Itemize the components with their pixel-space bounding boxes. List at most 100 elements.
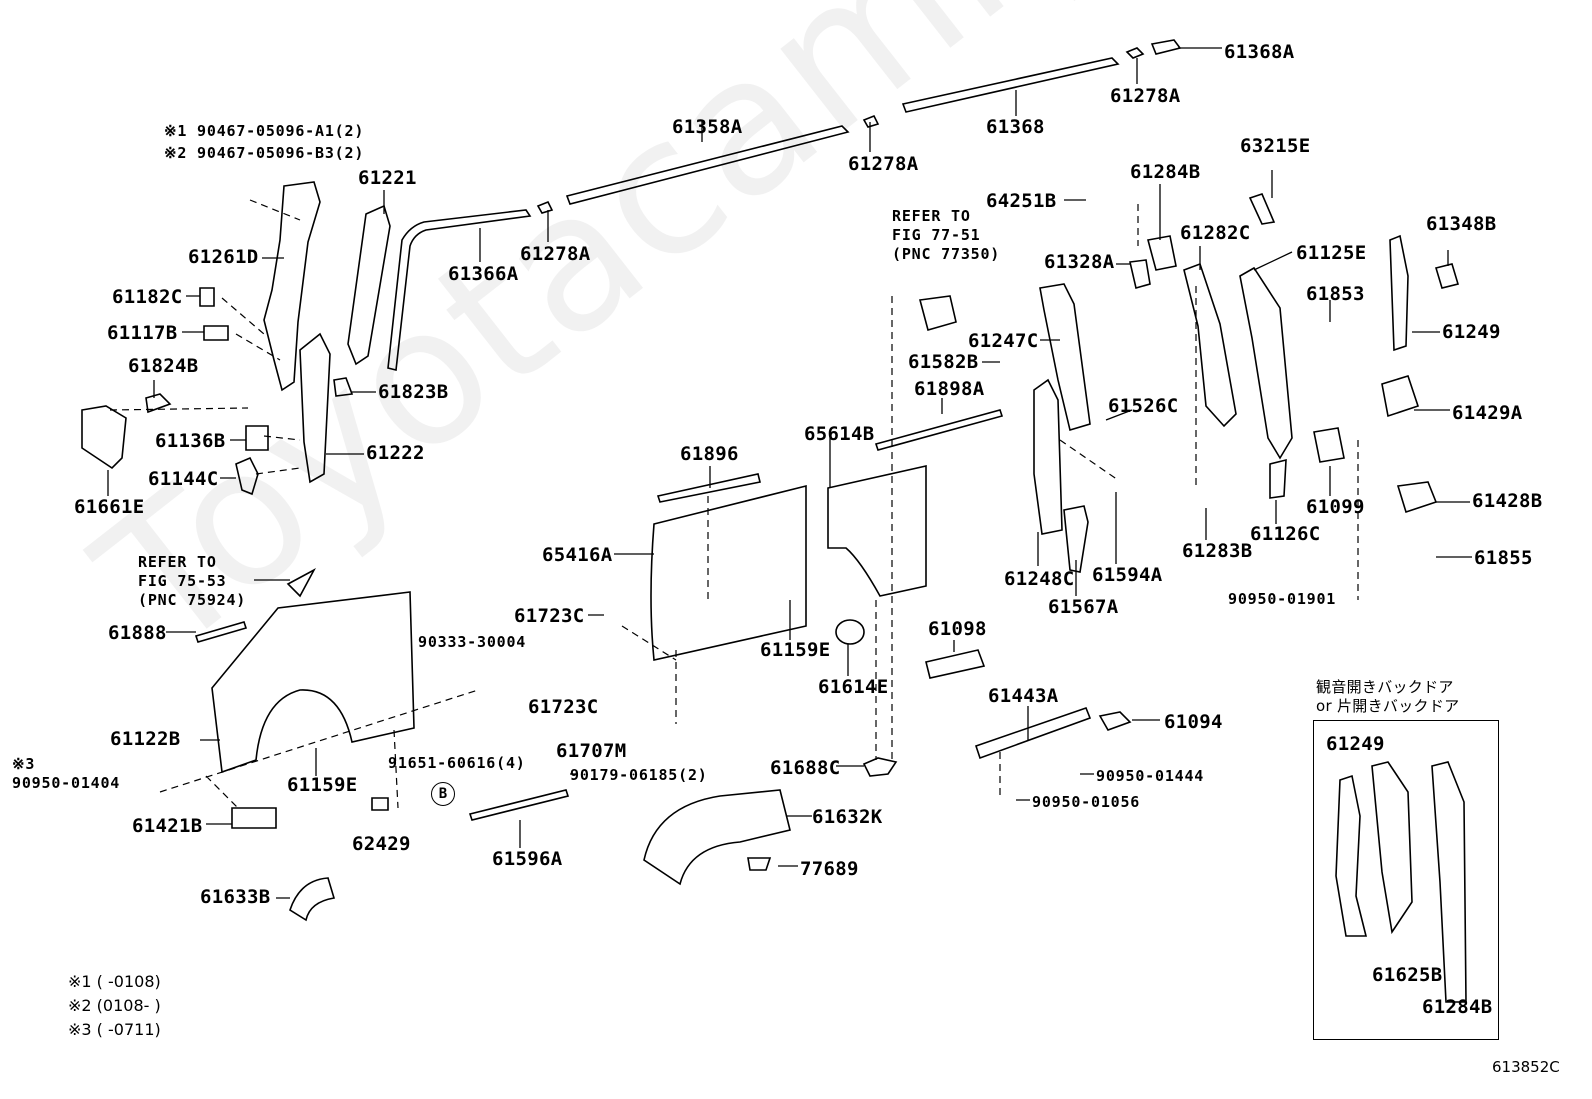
part-label-small[interactable]: 90333-30004 — [418, 633, 527, 651]
part-label[interactable]: 61358A — [672, 116, 743, 138]
part-label[interactable]: 61567A — [1048, 596, 1119, 618]
part-label[interactable]: 61159E — [287, 774, 358, 796]
part-label[interactable]: 61421B — [132, 815, 203, 837]
part-label[interactable]: 61221 — [358, 167, 417, 189]
part-61182c — [199, 287, 215, 307]
part-label[interactable]: 61582B — [908, 351, 979, 373]
part-label[interactable]: 61278A — [1110, 85, 1181, 107]
part-label[interactable]: 62429 — [352, 833, 411, 855]
inset-part-61625b — [1371, 761, 1413, 935]
part-label[interactable]: 61443A — [988, 685, 1059, 707]
figure-code: 613852C — [1492, 1058, 1560, 1076]
part-label[interactable]: 61855 — [1474, 547, 1533, 569]
part-label[interactable]: 61122B — [110, 728, 181, 750]
part-61282c — [1183, 262, 1237, 428]
part-label-small[interactable]: 90950-01056 — [1032, 793, 1141, 811]
part-label[interactable]: 61283B — [1182, 540, 1253, 562]
part-61144c — [235, 456, 259, 496]
part-label[interactable]: 61594A — [1092, 564, 1163, 586]
part-label[interactable]: 61632K — [812, 806, 883, 828]
part-label[interactable]: 61888 — [108, 622, 167, 644]
part-label[interactable]: 61366A — [448, 263, 519, 285]
part-label[interactable]: 61661E — [74, 496, 145, 518]
inset-part-61249 — [1335, 774, 1368, 937]
part-61125e — [1239, 266, 1293, 460]
legend-note-2: ※2 (0108- ) — [68, 996, 161, 1015]
part-61117b — [203, 325, 229, 341]
part-label[interactable]: 61222 — [366, 442, 425, 464]
part-label[interactable]: 77689 — [800, 858, 859, 880]
part-label[interactable]: 61428B — [1472, 490, 1543, 512]
part-label[interactable]: 61098 — [928, 618, 987, 640]
part-61824b — [145, 393, 172, 414]
part-label[interactable]: 61707M — [556, 740, 627, 762]
part-label-90950-01404[interactable]: 90950-01404 — [12, 774, 121, 792]
part-label[interactable]: 61126C — [1250, 523, 1321, 545]
part-label[interactable]: 61898A — [914, 378, 985, 400]
part-61596a — [468, 789, 570, 821]
part-label-small[interactable]: 90950-01901 — [1228, 590, 1337, 608]
part-label[interactable]: 61249 — [1442, 321, 1501, 343]
part-label[interactable]: 61248C — [1004, 568, 1075, 590]
part-label[interactable]: 61823B — [378, 381, 449, 403]
refer-75-53-line1: REFER TO — [138, 553, 217, 571]
part-label[interactable]: 61094 — [1164, 711, 1223, 733]
refer-75-53-line2[interactable]: FIG 75-53 — [138, 572, 227, 590]
part-label[interactable]: 61614E — [818, 676, 889, 698]
part-label[interactable]: 65416A — [542, 544, 613, 566]
part-label[interactable]: 61633B — [200, 886, 271, 908]
part-label[interactable]: 61125E — [1296, 242, 1367, 264]
part-label[interactable]: 61247C — [968, 330, 1039, 352]
part-61094 — [1098, 711, 1132, 731]
part-label[interactable]: 61723C — [514, 605, 585, 627]
part-label[interactable]: 61261D — [188, 246, 259, 268]
part-label[interactable]: 61182C — [112, 286, 183, 308]
refer-77-51-line1: REFER TO — [892, 207, 971, 225]
legend-note-1: ※1 ( -0108) — [68, 972, 161, 991]
part-label[interactable]: 61282C — [1180, 222, 1251, 244]
part-label[interactable]: 61688C — [770, 757, 841, 779]
part-label[interactable]: 61278A — [848, 153, 919, 175]
part-label[interactable]: 61136B — [155, 430, 226, 452]
part-61348b — [1434, 263, 1460, 289]
part-label[interactable]: 63215E — [1240, 135, 1311, 157]
part-label[interactable]: 61368 — [986, 116, 1045, 138]
part-label[interactable]: 61429A — [1452, 402, 1523, 424]
part-label[interactable]: 61368A — [1224, 41, 1295, 63]
part-label[interactable]: 61099 — [1306, 496, 1365, 518]
part-refer-77-51 — [918, 295, 957, 331]
fastener-note-1: ※1 90467-05096-A1(2) — [164, 122, 365, 140]
part-label-small[interactable]: 90950-01444 — [1096, 767, 1205, 785]
part-65614b — [827, 465, 927, 597]
part-label[interactable]: 65614B — [804, 423, 875, 445]
part-label[interactable]: 61144C — [148, 468, 219, 490]
part-refer-75-53 — [286, 568, 316, 598]
inset-part-label[interactable]: 61284B — [1422, 996, 1493, 1018]
part-label[interactable]: 64251B — [986, 190, 1057, 212]
legend-note-3: ※3 ( -0711) — [68, 1020, 161, 1039]
part-65416a — [650, 484, 807, 661]
part-label[interactable]: 61526C — [1108, 395, 1179, 417]
part-61632k — [643, 789, 791, 886]
inset-part-label[interactable]: 61625B — [1372, 964, 1443, 986]
part-label-small[interactable]: 90179-06185(2) — [570, 766, 708, 784]
part-label[interactable]: 61824B — [128, 355, 199, 377]
part-label[interactable]: 61159E — [760, 639, 831, 661]
part-label[interactable]: 61278A — [520, 243, 591, 265]
part-label[interactable]: 61723C — [528, 696, 599, 718]
part-61328a — [1129, 259, 1151, 290]
part-label[interactable]: 61117B — [107, 322, 178, 344]
part-label-small[interactable]: 91651-60616(4) — [388, 754, 526, 772]
part-61098 — [925, 649, 986, 679]
part-label[interactable]: 61596A — [492, 848, 563, 870]
part-label[interactable]: 61896 — [680, 443, 739, 465]
part-label[interactable]: 61853 — [1306, 283, 1365, 305]
part-label[interactable]: 61284B — [1130, 161, 1201, 183]
refer-77-51-line2[interactable]: FIG 77-51 — [892, 226, 981, 244]
part-label[interactable]: 61328A — [1044, 251, 1115, 273]
part-61614e — [835, 619, 865, 645]
inset-part-label[interactable]: 61249 — [1326, 733, 1385, 755]
part-label[interactable]: 61348B — [1426, 213, 1497, 235]
fastener-note-2: ※2 90467-05096-B3(2) — [164, 144, 365, 162]
